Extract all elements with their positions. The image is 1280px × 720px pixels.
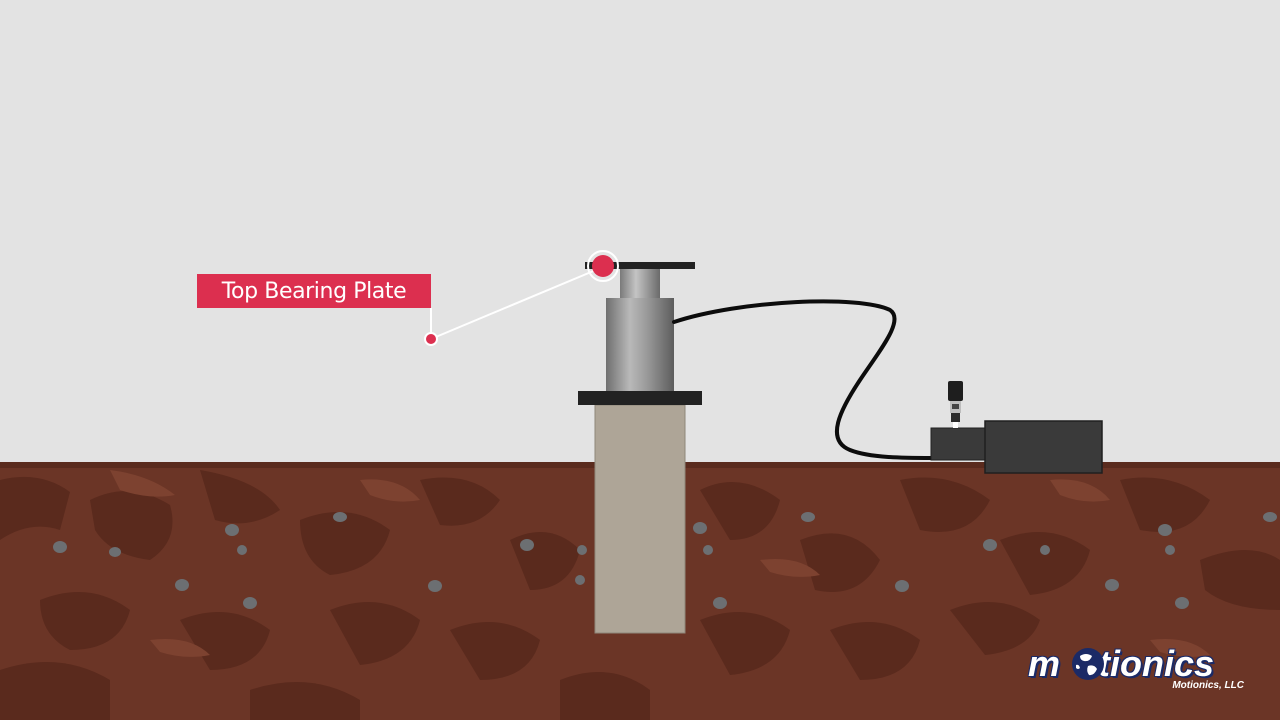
soil-pebbles: [53, 512, 1277, 609]
pressure-gauge: [948, 381, 963, 428]
callout-target-dot: [592, 255, 614, 277]
concrete-pier: [594, 404, 686, 634]
callout-leader: [424, 250, 619, 346]
bottom-bearing-plate: [578, 391, 702, 405]
hydraulic-pump: [930, 420, 1103, 474]
top-bearing-plate: [585, 262, 695, 269]
motionics-logo: m tionics Motionics, LLC: [1028, 642, 1250, 698]
cylinder-ram: [620, 268, 660, 298]
logo-wordmark: m tionics: [1028, 642, 1214, 686]
logo-wordmark-right: tionics: [1098, 643, 1215, 684]
callout-label: Top Bearing Plate: [221, 278, 407, 304]
logo-wordmark-left: m: [1028, 643, 1061, 684]
callout-target-ring: [587, 250, 619, 282]
hydraulic-cylinder: [606, 298, 674, 391]
hydraulic-hose: [672, 299, 934, 460]
logo-subtitle: Motionics, LLC: [1172, 680, 1244, 691]
globe-icon: [1072, 648, 1104, 680]
callout-label-box: Top Bearing Plate: [197, 274, 431, 308]
callout-anchor-dot: [424, 332, 438, 346]
